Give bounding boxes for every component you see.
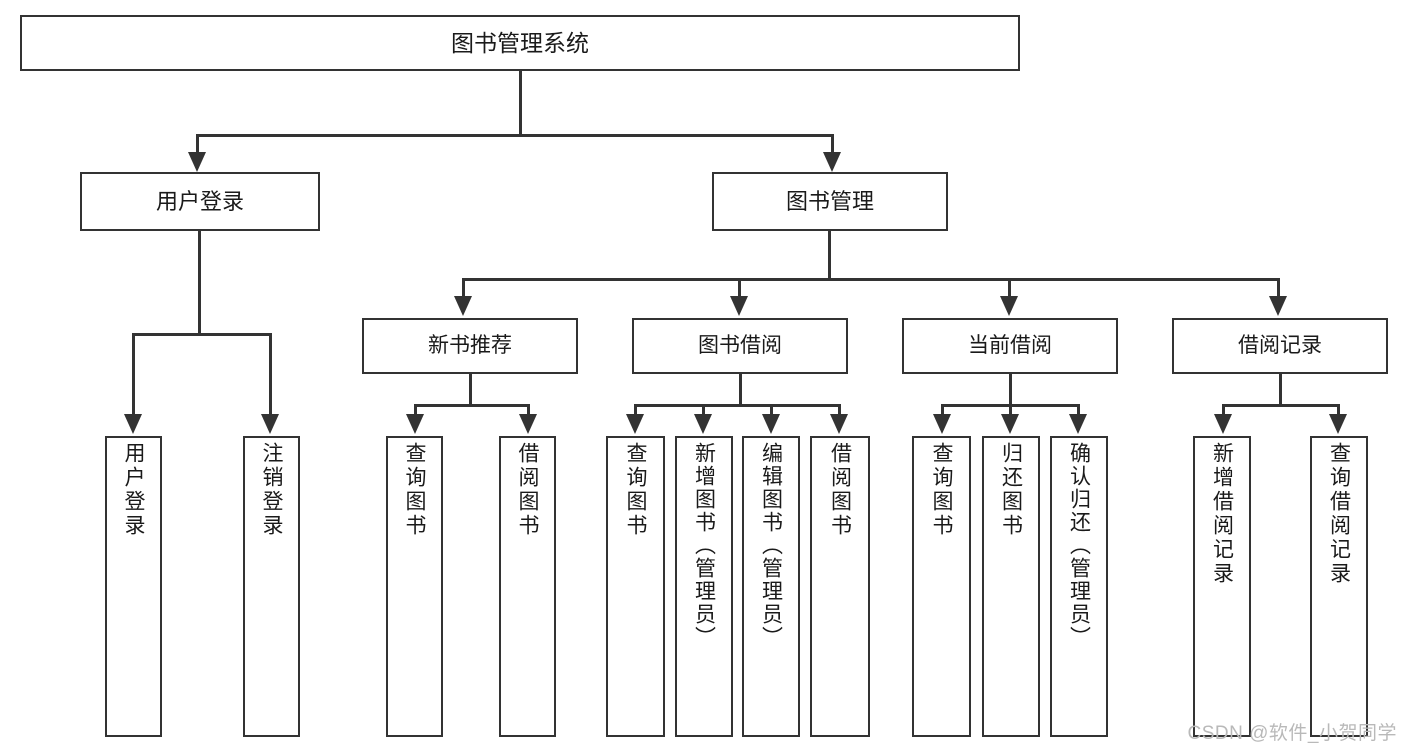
node-label: 借阅图书 [516, 442, 539, 538]
node-label: 查询借阅记录 [1327, 442, 1351, 586]
edge-borrow-record-stem [1279, 374, 1282, 407]
edge-level1-bus [196, 134, 834, 137]
node-leaf-return-book[interactable]: 归还图书 [982, 436, 1040, 737]
node-label: 图书借阅 [698, 333, 782, 357]
edge-drop-leaf-borrow-book-1 [527, 404, 530, 418]
node-label: 新增借阅记录 [1210, 442, 1234, 586]
edge-book-borrow-stem [739, 374, 742, 407]
edge-level2-bus [462, 278, 1280, 281]
node-label: 注销登录 [260, 442, 283, 538]
edge-drop-leaf-query-book-2 [634, 404, 637, 418]
edge-drop-leaf-query-book-1 [414, 404, 417, 418]
edge-drop-borrow-record [1277, 278, 1280, 300]
edge-new-book-recommend-bus [414, 404, 530, 407]
edge-drop-user-login [196, 134, 199, 158]
node-leaf-borrow-book-recommend[interactable]: 借阅图书 [499, 436, 556, 737]
edge-drop-book-manage [831, 134, 834, 158]
arrow-down-icon-leaf-user-login [124, 414, 142, 434]
edge-drop-leaf-add-book [702, 404, 705, 418]
node-new-book-recommend[interactable]: 新书推荐 [362, 318, 578, 374]
node-label: 查询图书 [403, 442, 426, 538]
node-label: 确认归还（管理员） [1067, 442, 1091, 649]
node-user-login[interactable]: 用户登录 [80, 172, 320, 231]
edge-current-borrow-stem [1009, 374, 1012, 407]
arrow-down-icon-book-borrow [730, 296, 748, 316]
edge-drop-leaf-query-book-3 [941, 404, 944, 418]
arrow-down-icon-leaf-query-book-1 [406, 414, 424, 434]
node-label: 借阅记录 [1238, 333, 1322, 357]
edge-new-book-recommend-stem [469, 374, 472, 407]
arrow-down-icon-leaf-return-book [1001, 414, 1019, 434]
arrow-down-icon-leaf-confirm-return [1069, 414, 1087, 434]
edge-drop-leaf-logout [269, 333, 272, 416]
node-leaf-query-book-borrow[interactable]: 查询图书 [606, 436, 665, 737]
node-leaf-user-login[interactable]: 用户登录 [105, 436, 162, 737]
watermark-text: CSDN @软件_小贺同学 [1187, 723, 1397, 744]
arrow-down-icon-leaf-query-book-2 [626, 414, 644, 434]
edge-drop-leaf-query-record [1337, 404, 1340, 418]
arrow-down-icon-leaf-query-record [1329, 414, 1347, 434]
edge-user-login-stem [198, 231, 201, 336]
node-label: 新书推荐 [428, 333, 512, 357]
node-label: 图书管理 [785, 188, 874, 214]
arrow-down-icon-leaf-logout [261, 414, 279, 434]
node-label: 查询图书 [624, 442, 647, 538]
node-label: 查询图书 [930, 442, 953, 538]
arrow-down-icon-leaf-add-book [694, 414, 712, 434]
arrow-down-icon-leaf-add-record [1214, 414, 1232, 434]
edge-drop-leaf-edit-book [770, 404, 773, 418]
edge-drop-new-book-recommend [462, 278, 465, 300]
edge-drop-leaf-borrow-book-2 [838, 404, 841, 418]
edge-drop-leaf-add-record [1222, 404, 1225, 418]
arrow-down-icon-leaf-borrow-book-1 [519, 414, 537, 434]
arrow-down-icon-leaf-query-book-3 [933, 414, 951, 434]
node-current-borrow[interactable]: 当前借阅 [902, 318, 1118, 374]
edge-book-borrow-bus [634, 404, 840, 407]
arrow-down-icon-borrow-record [1269, 296, 1287, 316]
node-leaf-add-borrow-record[interactable]: 新增借阅记录 [1193, 436, 1251, 737]
node-leaf-query-borrow-record[interactable]: 查询借阅记录 [1310, 436, 1368, 737]
node-leaf-edit-book-admin[interactable]: 编辑图书（管理员） [742, 436, 800, 737]
edge-drop-leaf-confirm-return [1077, 404, 1080, 418]
node-label: 新增图书（管理员） [692, 442, 716, 649]
edge-borrow-record-bus [1222, 404, 1340, 407]
node-leaf-query-book-current[interactable]: 查询图书 [912, 436, 971, 737]
node-root-book-management-system[interactable]: 图书管理系统 [20, 15, 1020, 71]
node-label: 编辑图书（管理员） [759, 442, 783, 649]
node-book-borrow[interactable]: 图书借阅 [632, 318, 848, 374]
arrow-down-icon-leaf-edit-book [762, 414, 780, 434]
node-leaf-query-book-recommend[interactable]: 查询图书 [386, 436, 443, 737]
arrow-down-icon-leaf-borrow-book-2 [830, 414, 848, 434]
arrow-down-icon-user-login [188, 152, 206, 172]
edge-drop-leaf-return-book [1009, 404, 1012, 418]
node-label: 用户登录 [122, 442, 145, 538]
node-label: 用户登录 [155, 188, 244, 214]
arrow-down-icon-new-book-recommend [454, 296, 472, 316]
edge-drop-leaf-user-login [132, 333, 135, 416]
node-label: 当前借阅 [968, 333, 1052, 357]
edge-book-manage-stem [828, 231, 831, 281]
node-leaf-confirm-return-admin[interactable]: 确认归还（管理员） [1050, 436, 1108, 737]
edge-user-login-bus [132, 333, 272, 336]
node-leaf-logout[interactable]: 注销登录 [243, 436, 300, 737]
edge-root-stem [519, 71, 522, 136]
edge-drop-current-borrow [1008, 278, 1011, 300]
arrow-down-icon-current-borrow [1000, 296, 1018, 316]
edge-drop-book-borrow [738, 278, 741, 300]
node-label: 借阅图书 [828, 442, 852, 538]
node-borrow-record[interactable]: 借阅记录 [1172, 318, 1388, 374]
arrow-down-icon-book-manage [823, 152, 841, 172]
node-book-management[interactable]: 图书管理 [712, 172, 948, 231]
node-leaf-add-book-admin[interactable]: 新增图书（管理员） [675, 436, 733, 737]
node-label: 图书管理系统 [451, 29, 589, 56]
node-label: 归还图书 [999, 442, 1023, 538]
node-leaf-borrow-book[interactable]: 借阅图书 [810, 436, 870, 737]
